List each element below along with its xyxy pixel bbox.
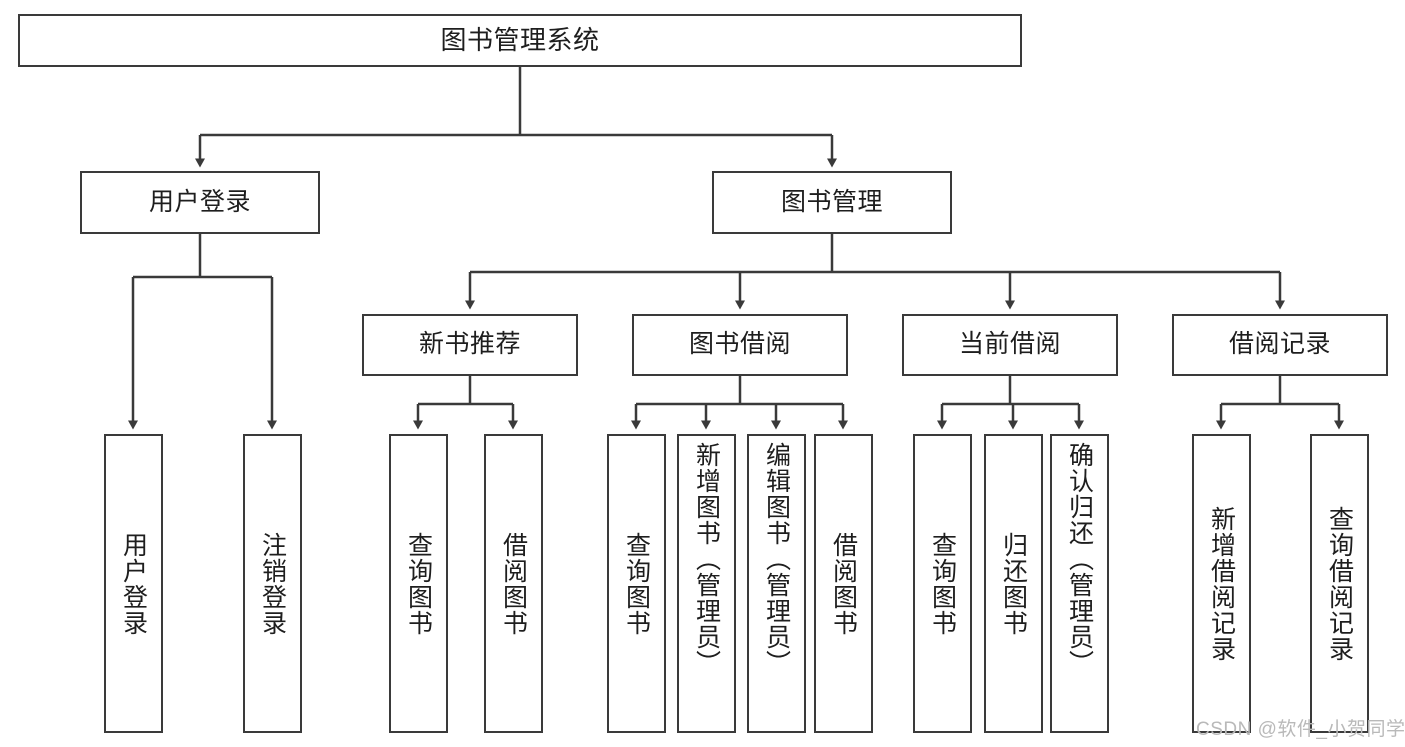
leaf-borrow-query-book[interactable]: 查询图书 xyxy=(607,434,666,733)
node-book-borrow[interactable]: 图书借阅 xyxy=(632,314,848,376)
leaf-label: 注销登录 xyxy=(258,531,287,636)
watermark-label: CSDN @软件_小贺同学 xyxy=(1196,719,1405,740)
leaf-label: 查询图书 xyxy=(404,531,433,636)
node-new-book-recommend[interactable]: 新书推荐 xyxy=(362,314,578,376)
leaf-label: 借阅图书 xyxy=(829,531,858,636)
leaf-borrow-add-book-admin[interactable]: 新增图书（管理员） xyxy=(677,434,736,733)
leaf-borrow-edit-book-admin[interactable]: 编辑图书（管理员） xyxy=(747,434,806,733)
leaf-records-add-record[interactable]: 新增借阅记录 xyxy=(1192,434,1251,733)
leaf-user-login-logout[interactable]: 注销登录 xyxy=(243,434,302,733)
node-current-borrow[interactable]: 当前借阅 xyxy=(902,314,1118,376)
leaf-borrow-borrow-book[interactable]: 借阅图书 xyxy=(814,434,873,733)
node-book-management[interactable]: 图书管理 xyxy=(712,171,952,234)
leaf-new-book-query[interactable]: 查询图书 xyxy=(389,434,448,733)
leaf-user-login-login[interactable]: 用户登录 xyxy=(104,434,163,733)
node-root-system[interactable]: 图书管理系统 xyxy=(18,14,1022,67)
leaf-label: 归还图书 xyxy=(999,531,1028,636)
leaf-label: 借阅图书 xyxy=(499,531,528,636)
leaf-label: 编辑图书（管理员） xyxy=(762,442,791,676)
leaf-label: 确认归还（管理员） xyxy=(1065,442,1094,676)
leaf-label: 用户登录 xyxy=(119,531,148,636)
leaf-label: 查询借阅记录 xyxy=(1325,505,1354,662)
leaf-records-query-record[interactable]: 查询借阅记录 xyxy=(1310,434,1369,733)
leaf-current-confirm-return-admin[interactable]: 确认归还（管理员） xyxy=(1050,434,1109,733)
leaf-label: 新增图书（管理员） xyxy=(692,442,721,676)
leaf-current-query-book[interactable]: 查询图书 xyxy=(913,434,972,733)
leaf-current-return-book[interactable]: 归还图书 xyxy=(984,434,1043,733)
node-user-login[interactable]: 用户登录 xyxy=(80,171,320,234)
leaf-label: 新增借阅记录 xyxy=(1207,505,1236,662)
leaf-label: 查询图书 xyxy=(622,531,651,636)
leaf-label: 查询图书 xyxy=(928,531,957,636)
leaf-new-book-borrow[interactable]: 借阅图书 xyxy=(484,434,543,733)
node-borrow-records[interactable]: 借阅记录 xyxy=(1172,314,1388,376)
